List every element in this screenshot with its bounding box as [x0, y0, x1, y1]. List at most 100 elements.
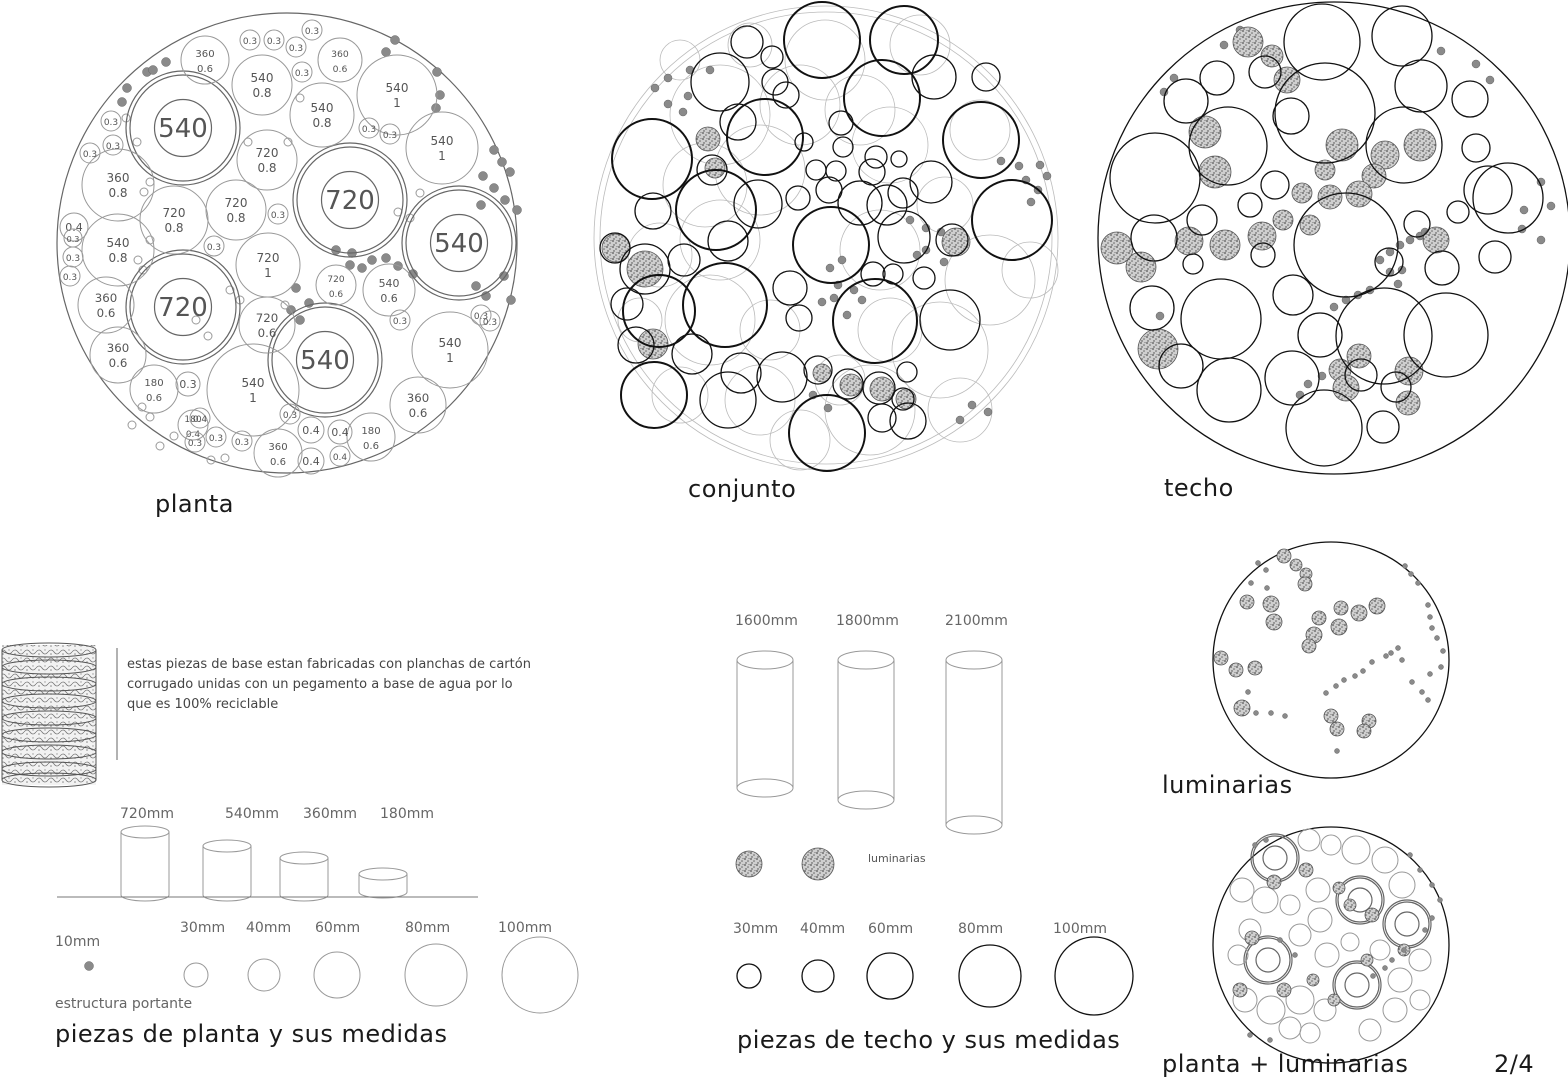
structure-post	[1333, 683, 1339, 689]
roof-piece	[1237, 192, 1263, 218]
planta-piece	[81, 213, 155, 287]
planta-piece	[1358, 1018, 1382, 1042]
planta-piece-label: 720	[257, 251, 280, 265]
planta-piece	[362, 263, 416, 317]
luminaria	[1325, 128, 1359, 162]
planta-piece-label: 0.8	[312, 116, 331, 130]
planta-piece-label: 540	[311, 101, 334, 115]
planta-piece-label: 720	[327, 275, 344, 285]
luminaria	[1137, 328, 1179, 370]
planta-piece	[1256, 995, 1286, 1025]
roof-piece	[891, 387, 915, 411]
piezas-techo-title: piezas de techo y sus medidas	[737, 1026, 1120, 1054]
planta-large-piece-inner	[129, 74, 237, 182]
structure-post	[1408, 571, 1414, 577]
planta-piece	[279, 403, 301, 425]
planta-large-piece-inner	[1384, 901, 1430, 947]
roof-piece	[864, 145, 888, 169]
planta-piece-label: 0.3	[267, 37, 281, 47]
roof-piece	[837, 180, 883, 226]
roof-piece	[682, 262, 768, 348]
planta-piece-label: 0.3	[295, 69, 309, 79]
floor-piece	[839, 209, 921, 291]
planta-piece-label: 540	[300, 346, 350, 376]
planta-piece-label: 180	[184, 415, 201, 425]
roof-piece	[756, 351, 808, 403]
planta-large-piece	[292, 142, 408, 258]
luminarias-title: luminarias	[1162, 771, 1293, 799]
structure-post	[1402, 563, 1408, 569]
planta-piece-label: 1	[446, 351, 454, 365]
structure-post	[1425, 697, 1431, 703]
luminaria	[1364, 907, 1380, 923]
structure-post	[505, 167, 515, 177]
structure-post	[1425, 602, 1431, 608]
planta-piece	[263, 29, 285, 51]
techo-pieces	[1109, 3, 1544, 467]
planta-piece	[231, 54, 293, 116]
planta-piece	[1409, 989, 1431, 1011]
structure-post	[1389, 957, 1395, 963]
luminaria	[1368, 597, 1386, 615]
structure-post	[683, 91, 693, 101]
roof-piece	[1182, 253, 1204, 275]
planta-piece-label: 720	[256, 311, 278, 325]
roof-piece	[832, 136, 854, 158]
roof-piece	[1196, 357, 1262, 423]
piece-100mm	[501, 936, 579, 1014]
roof-piece	[1380, 371, 1412, 403]
roof-piece	[1446, 200, 1470, 224]
structure-post	[1369, 659, 1375, 665]
structure-post	[1519, 205, 1529, 215]
planta-filler-piece	[225, 285, 235, 295]
luminaria	[1403, 128, 1437, 162]
roof-piece	[719, 103, 757, 141]
planta-large-piece-inner	[1334, 962, 1380, 1008]
structure-post	[678, 107, 688, 117]
planta-piece-label: 0.6	[258, 326, 277, 340]
roof-piece	[785, 185, 811, 211]
planta-piece-label: 0.6	[270, 457, 286, 468]
planta-piece-label: 0.4	[333, 453, 348, 463]
planta-piece	[1285, 985, 1315, 1015]
luminaria	[1209, 229, 1241, 261]
structure-post	[476, 200, 486, 210]
planta-large-piece	[1332, 960, 1382, 1010]
roof-piece	[1403, 210, 1431, 238]
structure-post	[1536, 235, 1546, 245]
planta-piece-label: 0.8	[252, 86, 271, 100]
planta-large-piece-inner	[129, 253, 237, 361]
planta-piece-label: 720	[256, 146, 279, 160]
roof-piece	[860, 261, 886, 287]
structure-post	[1401, 947, 1407, 953]
planta-piece	[315, 264, 357, 306]
roof-piece-40mm	[801, 959, 835, 993]
diameter-label: 60mm	[868, 921, 913, 937]
structure-post	[1360, 668, 1366, 674]
planta-piece	[285, 36, 307, 58]
techo-height-label: 2100mm	[945, 613, 1008, 629]
planta-piece-label: 0.3	[283, 411, 297, 421]
planta-piece	[358, 117, 380, 139]
planta-piece-label: 0.4	[186, 430, 201, 440]
planta-piece	[203, 235, 225, 257]
planta-piece-label: 180	[361, 426, 380, 437]
planta-filler-piece	[243, 137, 253, 147]
structure-post	[506, 295, 516, 305]
roof-piece	[667, 243, 701, 277]
luminaria-sample	[735, 850, 763, 878]
structure-post	[663, 99, 673, 109]
planta-piece	[301, 19, 323, 41]
roof-piece	[707, 220, 749, 262]
luminaria	[1298, 862, 1314, 878]
structure-post	[1383, 653, 1389, 659]
planta-large-piece	[125, 249, 241, 365]
roof-piece	[733, 179, 783, 229]
luminaria	[1314, 159, 1336, 181]
floor-piece	[851, 106, 929, 184]
planta-piece-label: 0.4	[302, 455, 320, 468]
roof-piece	[622, 274, 696, 348]
planta-filler-piece	[295, 93, 305, 103]
floor-piece	[944, 234, 1036, 326]
planta-large-piece-core	[1394, 911, 1420, 937]
